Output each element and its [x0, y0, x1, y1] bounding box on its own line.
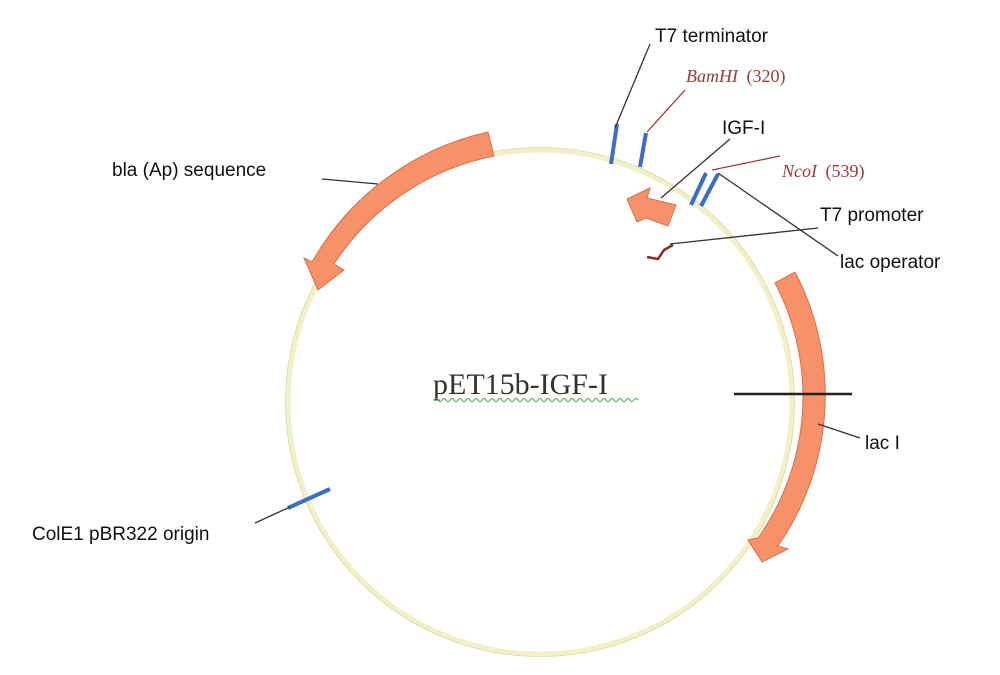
bamhi-site-label: BamHI (320) — [686, 66, 786, 87]
ncoi-site-label: NcoI (539) — [781, 161, 865, 182]
cole1-marker — [287, 487, 331, 510]
t7-terminator-label: T7 terminator — [655, 26, 769, 47]
igf-leader — [660, 138, 731, 199]
bamhi-position: (320) — [747, 66, 786, 87]
ncoi-marker-1 — [689, 172, 708, 206]
plasmid-backbone-edge — [285, 147, 795, 657]
bamhi-marker — [638, 132, 648, 168]
bla-label: bla (Ap) sequence — [112, 160, 266, 181]
t7-terminator-marker — [609, 123, 619, 165]
t7-promoter-label: T7 promoter — [820, 205, 924, 226]
t7-terminator-leader — [614, 43, 651, 129]
ncoi-position: (539) — [826, 161, 865, 182]
ncoi-marker-2 — [699, 173, 720, 207]
lac-i-label: lac I — [865, 433, 900, 454]
bla-feature-arrow — [302, 131, 495, 291]
t7-promoter-leader — [669, 227, 819, 245]
lac-operator-label: lac operator — [840, 252, 941, 273]
lac-i-feature-arrow — [747, 271, 826, 563]
lac-i-leader — [817, 423, 861, 439]
ncoi-leader — [711, 155, 781, 171]
bamhi-leader — [646, 89, 686, 133]
plasmid-backbone — [285, 147, 795, 657]
ncoi-enzyme-name: NcoI — [781, 161, 818, 181]
lac-operator-leader — [717, 172, 839, 257]
t7-promoter-symbol — [646, 243, 674, 261]
igf-feature-arrow — [626, 187, 677, 227]
cole1-leader — [254, 506, 291, 524]
bla-leader — [321, 178, 379, 185]
cole1-label: ColE1 pBR322 origin — [32, 524, 209, 545]
plasmid-name-spell-underline — [433, 398, 639, 402]
igf-label: IGF-I — [722, 118, 765, 139]
plasmid-name: pET15b-IGF-I — [433, 368, 608, 401]
bamhi-enzyme-name: BamHI — [686, 66, 739, 86]
